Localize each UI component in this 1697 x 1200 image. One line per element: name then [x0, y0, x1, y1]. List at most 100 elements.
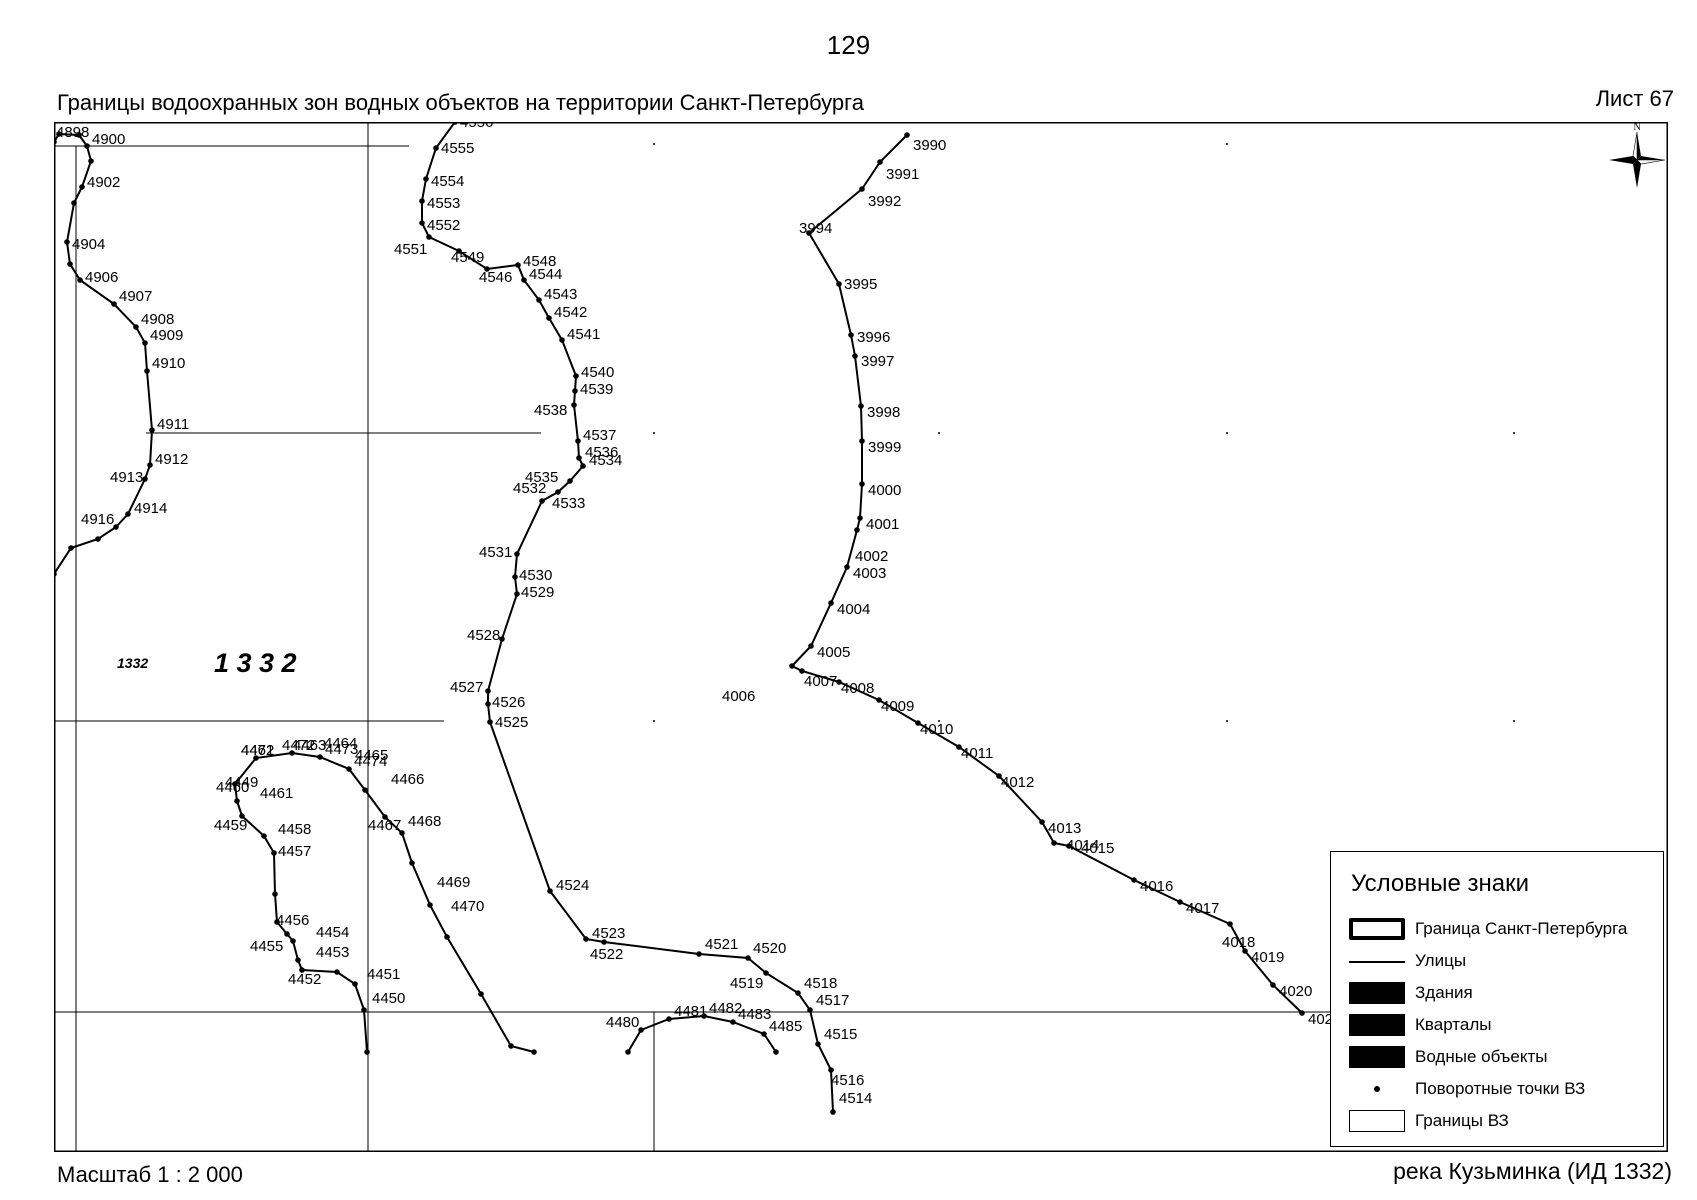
point-label: 4466: [391, 771, 424, 788]
turning-point: [701, 1013, 707, 1019]
turning-point: [877, 159, 883, 165]
turning-point: [828, 1067, 834, 1073]
point-label: 4520: [753, 940, 786, 957]
turning-point: [808, 643, 814, 649]
turning-point: [79, 184, 85, 190]
turning-point: [239, 813, 245, 819]
turning-point: [761, 1031, 767, 1037]
turning-point: [1270, 982, 1276, 988]
turning-point: [567, 478, 573, 484]
point-label: 4904: [72, 236, 105, 253]
point-label: 4910: [152, 355, 185, 372]
point-label: 4543: [544, 286, 577, 303]
point-label: 4451: [367, 966, 400, 983]
legend-swatch-filled: [1349, 982, 1405, 1004]
turning-point: [857, 515, 863, 521]
point-label: 4552: [427, 217, 460, 234]
grid-ticks: [653, 143, 1515, 722]
river-label: река Кузьминка (ИД 1332): [1393, 1158, 1672, 1184]
point-label: 3992: [868, 193, 901, 210]
turning-point: [68, 545, 74, 551]
point-label: 4016: [1140, 878, 1173, 895]
turning-point: [299, 967, 305, 973]
turning-point: [54, 139, 57, 145]
point-label: 4457: [278, 843, 311, 860]
turning-point: [317, 754, 323, 760]
point-label: 4453: [316, 944, 349, 961]
point-label: 3995: [844, 276, 877, 293]
turning-point: [144, 368, 150, 374]
point-label: 4911: [157, 416, 189, 433]
legend-item-buildings: Здания: [1349, 981, 1473, 1005]
point-label: 4013: [1048, 820, 1081, 837]
turning-point: [352, 981, 358, 987]
point-label: 4906: [85, 269, 118, 286]
turning-point: [362, 787, 368, 793]
point-label: 4467: [368, 817, 401, 834]
turning-point: [730, 1019, 736, 1025]
map-canvas: 3990399139923994399539963997399839994000…: [54, 122, 1668, 1152]
point-label: 4544: [529, 266, 562, 283]
point-label: 4912: [155, 451, 188, 468]
turning-point: [546, 315, 552, 321]
legend-label: Граница Санкт-Петербурга: [1415, 919, 1628, 938]
point-label: 4535: [525, 469, 558, 486]
turning-point: [514, 591, 520, 597]
turning-point: [1066, 843, 1072, 849]
point-label: 4474: [354, 753, 387, 770]
turning-point: [844, 564, 850, 570]
point-label: 4908: [141, 311, 174, 328]
point-label: 4481: [674, 1003, 707, 1020]
turning-point: [666, 1016, 672, 1022]
point-label: 4532: [513, 480, 546, 497]
vz-boundary-line: [233, 751, 535, 1053]
point-label: 4913: [110, 469, 143, 486]
turning-point: [334, 969, 340, 975]
point-label: 4002: [855, 548, 888, 565]
turning-point: [547, 888, 553, 894]
vz-turning-points: [54, 122, 1305, 1115]
turning-point: [1039, 819, 1045, 825]
point-label: 4516: [831, 1072, 864, 1089]
turning-point: [806, 230, 812, 236]
turning-point: [858, 403, 864, 409]
point-label: 4902: [87, 174, 120, 191]
turning-point: [536, 297, 542, 303]
point-label: 4472: [282, 737, 315, 754]
legend-item-vz-borders: Границы ВЗ: [1349, 1109, 1509, 1133]
turning-point: [289, 750, 295, 756]
point-label: 4898: [56, 124, 89, 141]
turning-point: [1051, 840, 1057, 846]
turning-point: [876, 697, 882, 703]
legend-swatch-dot: [1349, 1078, 1405, 1100]
turning-point: [573, 373, 579, 379]
point-label: 4542: [554, 304, 587, 321]
turning-point: [56, 131, 62, 137]
turning-point: [253, 755, 259, 761]
turning-point: [284, 931, 290, 937]
point-label: 4003: [853, 565, 886, 582]
point-label: 4463: [293, 737, 326, 754]
point-label: 4530: [519, 567, 552, 584]
point-label: 4011: [961, 745, 993, 762]
point-label: 4449: [225, 774, 258, 791]
turning-point: [1177, 899, 1183, 905]
point-label: 4553: [427, 195, 460, 212]
turning-point: [125, 511, 131, 517]
point-label: 4528: [467, 627, 500, 644]
point-label: 4518: [804, 975, 837, 992]
legend-swatch-filled: [1349, 1014, 1405, 1036]
turning-point: [575, 438, 581, 444]
turning-point: [559, 337, 565, 343]
turning-point: [452, 122, 458, 125]
turning-point: [232, 781, 238, 787]
turning-point: [799, 668, 805, 674]
point-label: 4005: [817, 644, 850, 661]
vz-boundary-line: [421, 122, 834, 1113]
turning-point: [485, 701, 491, 707]
point-label: 4471: [241, 742, 274, 759]
point-label: 4531: [479, 544, 512, 561]
turning-point: [512, 574, 518, 580]
point-label: 4460: [216, 779, 249, 796]
point-label: 4514: [839, 1090, 872, 1107]
